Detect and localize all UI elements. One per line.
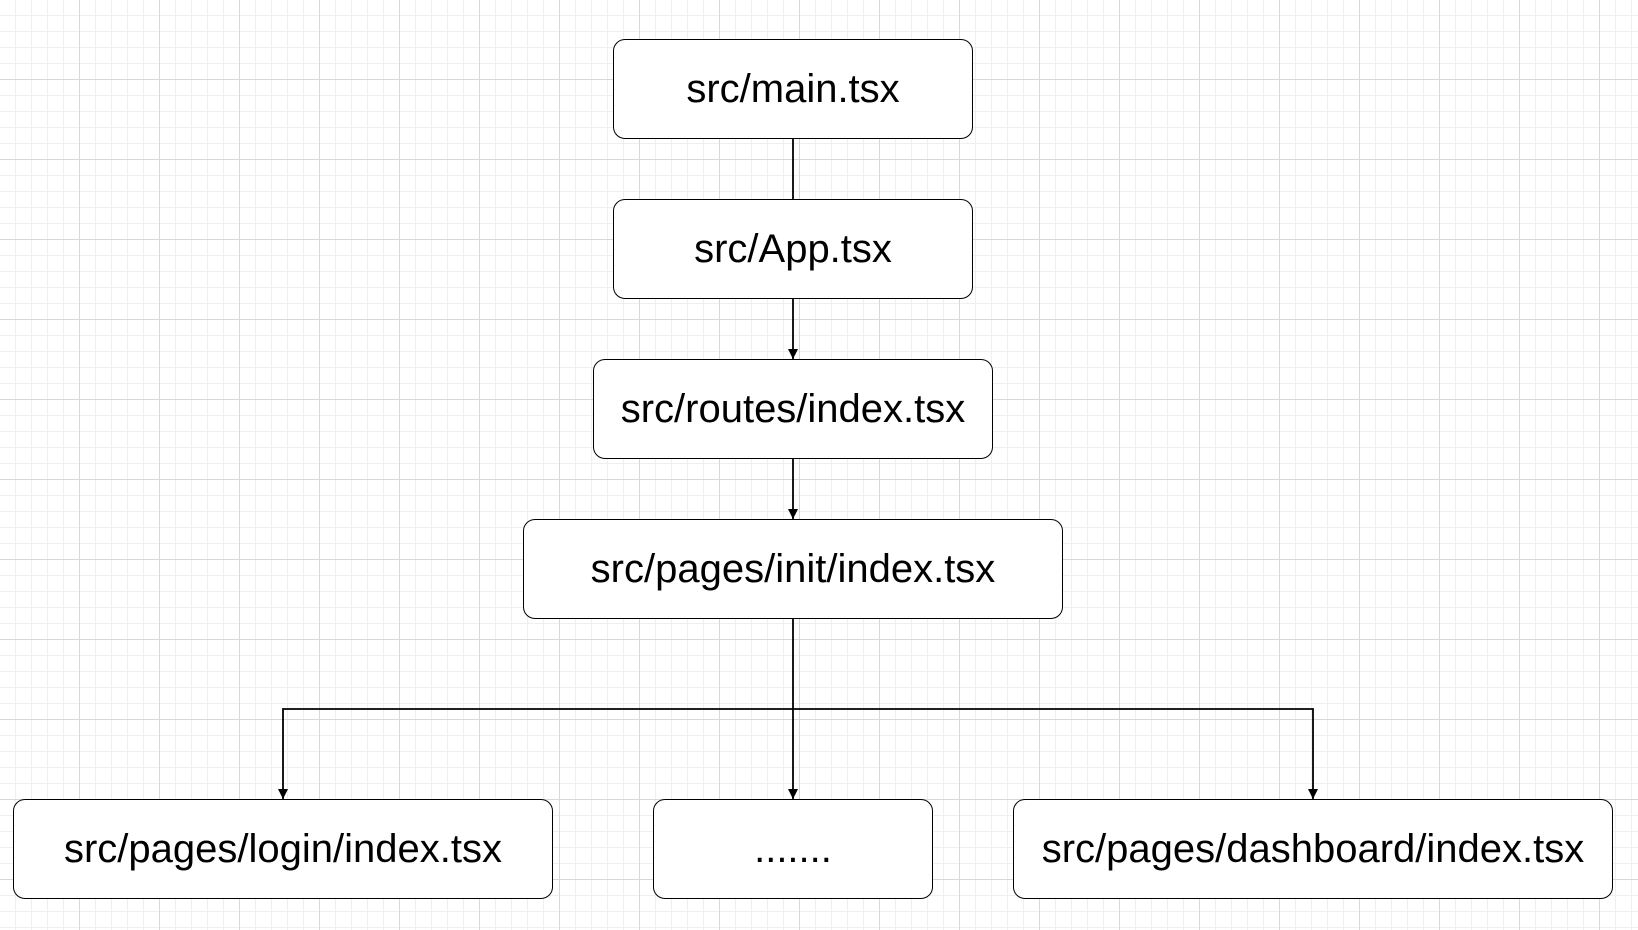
- node-pages-init-index[interactable]: src/pages/init/index.tsx: [523, 519, 1063, 619]
- node-label: src/main.tsx: [686, 66, 900, 111]
- node-routes-index[interactable]: src/routes/index.tsx: [593, 359, 993, 459]
- node-pages-login-index[interactable]: src/pages/login/index.tsx: [13, 799, 553, 899]
- node-main-tsx[interactable]: src/main.tsx: [613, 39, 973, 139]
- node-pages-dashboard-index[interactable]: src/pages/dashboard/index.tsx: [1013, 799, 1613, 899]
- node-app-tsx[interactable]: src/App.tsx: [613, 199, 973, 299]
- node-label: src/pages/init/index.tsx: [590, 546, 996, 591]
- node-label: src/routes/index.tsx: [620, 386, 966, 431]
- node-label: src/pages/dashboard/index.tsx: [1041, 826, 1585, 871]
- node-ellipsis[interactable]: .......: [653, 799, 933, 899]
- node-label: .......: [754, 826, 832, 871]
- node-label: src/App.tsx: [694, 226, 892, 271]
- edge-init-to-dashboard: [793, 708, 1318, 799]
- node-label: src/pages/login/index.tsx: [63, 826, 502, 871]
- edge-init-to-login: [278, 708, 793, 799]
